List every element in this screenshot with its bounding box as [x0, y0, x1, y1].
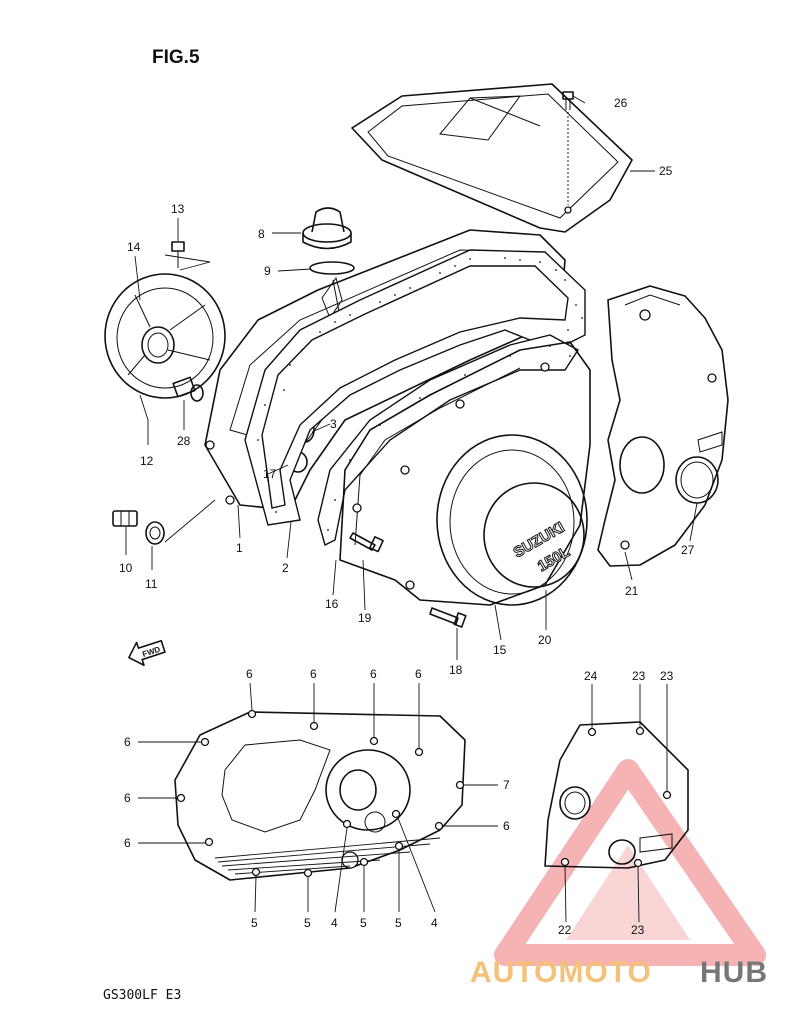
bolt-19 — [349, 532, 384, 553]
callout-24: 24 — [584, 669, 598, 683]
callout-6-left-1: 6 — [124, 735, 131, 749]
callout-6-left-3: 6 — [124, 836, 131, 850]
callout-1: 1 — [236, 541, 243, 555]
callout-6-top-1: 6 — [246, 667, 253, 681]
oil-filler-cap — [302, 207, 352, 250]
watermark-text: AUTOMOTO HUB — [470, 956, 768, 989]
callout-11: 11 — [145, 577, 158, 591]
callout-23-2: 23 — [660, 669, 674, 683]
callout-28: 28 — [177, 434, 191, 448]
callout-10: 10 — [119, 561, 133, 575]
callout-6-top-2: 6 — [310, 667, 317, 681]
callout-16: 16 — [325, 597, 339, 611]
leader-lines — [125, 95, 698, 923]
top-cover — [351, 83, 633, 233]
watermark-word-2: HUB — [700, 956, 768, 989]
forward-direction-arrow: FWD — [128, 639, 166, 667]
callout-6-right: 6 — [503, 819, 510, 833]
callout-14: 14 — [127, 240, 141, 254]
callout-23-1: 23 — [632, 669, 646, 683]
model-code: GS300LF E3 — [103, 988, 181, 1003]
side-gasket-detail — [544, 721, 689, 869]
callout-7: 7 — [503, 778, 510, 792]
gasket-outer — [244, 249, 586, 526]
callout-18: 18 — [449, 663, 463, 677]
side-cover-panel — [597, 285, 729, 567]
watermark-logo — [494, 759, 766, 966]
callout-3: 3 — [330, 417, 337, 431]
callout-4-1: 4 — [331, 916, 338, 930]
callout-5-4: 5 — [395, 916, 402, 930]
callout-19: 19 — [358, 611, 372, 625]
callout-6-top-4: 6 — [415, 667, 422, 681]
callout-5-1: 5 — [251, 916, 258, 930]
callout-labels: 26 25 8 9 13 14 12 28 10 11 1 2 3 17 16 … — [119, 96, 695, 937]
watermark-word-1: AUTOMOTO — [470, 956, 652, 989]
oil-pressure-switch — [172, 376, 204, 402]
callout-6-left-2: 6 — [124, 791, 131, 805]
callout-5-3: 5 — [360, 916, 367, 930]
top-cover-bolt — [562, 91, 574, 205]
callout-22: 22 — [558, 923, 572, 937]
callout-20: 20 — [538, 633, 552, 647]
bolt-13 — [171, 241, 185, 268]
callout-12: 12 — [140, 454, 154, 468]
callout-13: 13 — [171, 202, 185, 216]
callout-9: 9 — [264, 264, 271, 278]
callout-27: 27 — [681, 543, 695, 557]
starter-cover — [104, 273, 226, 399]
callout-17: 17 — [263, 467, 277, 481]
figure-title: FIG.5 — [152, 47, 200, 68]
watermark-triangle-inner — [566, 845, 690, 940]
oil-cap-o-ring — [309, 261, 355, 275]
callout-25: 25 — [659, 164, 673, 178]
cover-cap — [675, 456, 719, 504]
callout-4-2: 4 — [431, 916, 438, 930]
callout-8: 8 — [258, 227, 265, 241]
drain-plug-washer — [145, 521, 165, 545]
callout-5-2: 5 — [304, 916, 311, 930]
callout-26: 26 — [614, 96, 628, 110]
drain-plug — [112, 510, 138, 527]
callout-15: 15 — [493, 643, 507, 657]
callout-6-top-3: 6 — [370, 667, 377, 681]
crankcase-gasket-detail — [174, 709, 466, 881]
bolt-18 — [429, 607, 467, 628]
callout-2: 2 — [282, 561, 289, 575]
callout-23-3: 23 — [631, 923, 645, 937]
callout-21: 21 — [625, 584, 639, 598]
